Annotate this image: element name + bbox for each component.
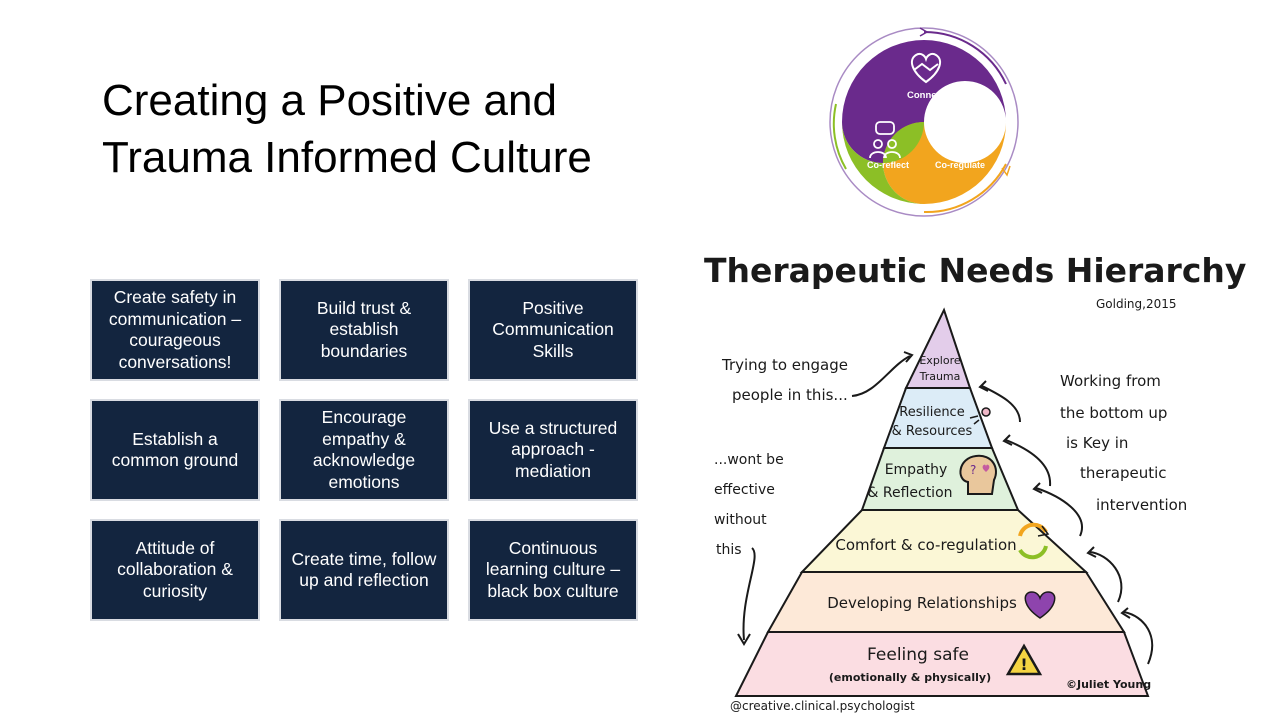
sparkle-icon bbox=[969, 407, 991, 425]
strategy-card-text: Encourage empathy & acknowledge emotions bbox=[312, 407, 416, 492]
cycle-arrows-icon bbox=[1018, 522, 1050, 560]
right-note-line: is Key in bbox=[1066, 434, 1128, 452]
strategy-card-text: Create safety in communication – courage… bbox=[108, 287, 242, 372]
coregulate-label: Co-regulate bbox=[935, 160, 985, 170]
heart-icon bbox=[1024, 591, 1056, 619]
right-note-line: intervention bbox=[1096, 496, 1187, 514]
ring-arrowhead-icon bbox=[919, 27, 929, 37]
left-note-bottom-line: ...wont be bbox=[714, 452, 784, 468]
people-support-icon bbox=[945, 119, 977, 154]
connect-cycle-diagram: Connect Co-reflect Co-regulate bbox=[829, 27, 1019, 217]
strategy-card: Create time, follow up and reflection bbox=[279, 519, 449, 621]
right-note-line: Working from bbox=[1060, 372, 1161, 390]
left-note-top-line: people in this... bbox=[732, 386, 848, 404]
outer-ring bbox=[829, 27, 1019, 217]
strategy-card-text: Establish a common ground bbox=[111, 428, 239, 471]
head-reflection-icon: ? bbox=[959, 454, 997, 495]
left-note-top-line: Trying to engage bbox=[721, 356, 848, 374]
right-note-line: therapeutic bbox=[1080, 464, 1167, 482]
strategy-card: Build trust & establish boundaries bbox=[279, 279, 449, 381]
level-label: Resilience bbox=[899, 405, 964, 420]
people-talking-icon bbox=[869, 121, 901, 159]
ring-arc bbox=[832, 103, 847, 170]
strategy-card: Establish a common ground bbox=[90, 399, 260, 501]
pyramid-level-safety bbox=[734, 631, 1150, 697]
ring-arc bbox=[923, 30, 1007, 85]
level-label: & Reflection bbox=[867, 485, 952, 501]
level-label: Developing Relationships bbox=[827, 594, 1017, 612]
strategy-card: Positive Communication Skills bbox=[468, 279, 638, 381]
strategy-card-text: Attitude of collaboration & curiosity bbox=[117, 537, 233, 601]
strategy-card: Encourage empathy & acknowledge emotions bbox=[279, 399, 449, 501]
arrow-to-base-icon bbox=[742, 547, 756, 641]
hierarchy-citation: Golding,2015 bbox=[1096, 297, 1177, 311]
needs-hierarchy-illustration: Therapeutic Needs Hierarchy Golding,2015… bbox=[704, 251, 1246, 713]
level-label: Feeling safe bbox=[867, 645, 969, 665]
strategy-card: Continuous learning culture – black box … bbox=[468, 519, 638, 621]
connect-label: Connect bbox=[907, 90, 946, 101]
level-label: Explore bbox=[919, 354, 961, 367]
coreflect-label: Co-reflect bbox=[867, 160, 909, 170]
hierarchy-heading: Therapeutic Needs Hierarchy bbox=[704, 251, 1246, 290]
strategy-card: Attitude of collaboration & curiosity bbox=[90, 519, 260, 621]
strategy-card-text: Build trust & establish boundaries bbox=[316, 297, 412, 361]
coreflect-segment bbox=[842, 122, 924, 204]
slide-title: Creating a Positive and Trauma Informed … bbox=[102, 76, 592, 182]
handshake-heart-icon bbox=[910, 52, 942, 84]
left-note-bottom-line: without bbox=[714, 512, 767, 528]
strategy-card-text: Positive Communication Skills bbox=[492, 297, 614, 361]
ring-arrowhead-icon bbox=[1001, 165, 1011, 177]
arrow-to-top-icon bbox=[851, 355, 911, 397]
arrowhead-icon bbox=[737, 633, 751, 646]
strategy-card-text: Continuous learning culture – black box … bbox=[485, 537, 621, 601]
strategy-card: Use a structured approach - mediation bbox=[468, 399, 638, 501]
right-note-line: the bottom up bbox=[1060, 404, 1167, 422]
strategy-card-text: Use a structured approach - mediation bbox=[488, 417, 618, 481]
level-label: (emotionally & physically) bbox=[829, 671, 991, 684]
left-note-bottom-line: effective bbox=[714, 482, 775, 498]
svg-text:!: ! bbox=[1020, 655, 1027, 674]
strategy-card-text: Create time, follow up and reflection bbox=[291, 548, 437, 591]
left-note-bottom-line: this bbox=[716, 542, 742, 558]
svg-text:?: ? bbox=[970, 463, 976, 477]
level-label: Empathy bbox=[885, 462, 948, 478]
handle-text: @creative.clinical.psychologist bbox=[730, 699, 915, 713]
level-label: Trauma bbox=[919, 370, 961, 383]
connect-segment bbox=[842, 40, 1006, 163]
level-label: & Resources bbox=[892, 424, 973, 439]
climbing-arrows-icon bbox=[978, 380, 1154, 665]
level-label: Comfort & co-regulation bbox=[835, 536, 1016, 554]
ring-arc bbox=[923, 163, 1007, 214]
warning-icon: ! bbox=[1005, 643, 1043, 676]
credit-text: ©Juliet Young bbox=[1066, 678, 1151, 691]
strategy-grid: Create safety in communication – courage… bbox=[90, 279, 642, 625]
strategy-card: Create safety in communication – courage… bbox=[90, 279, 260, 381]
arrowhead-icon bbox=[903, 351, 914, 363]
